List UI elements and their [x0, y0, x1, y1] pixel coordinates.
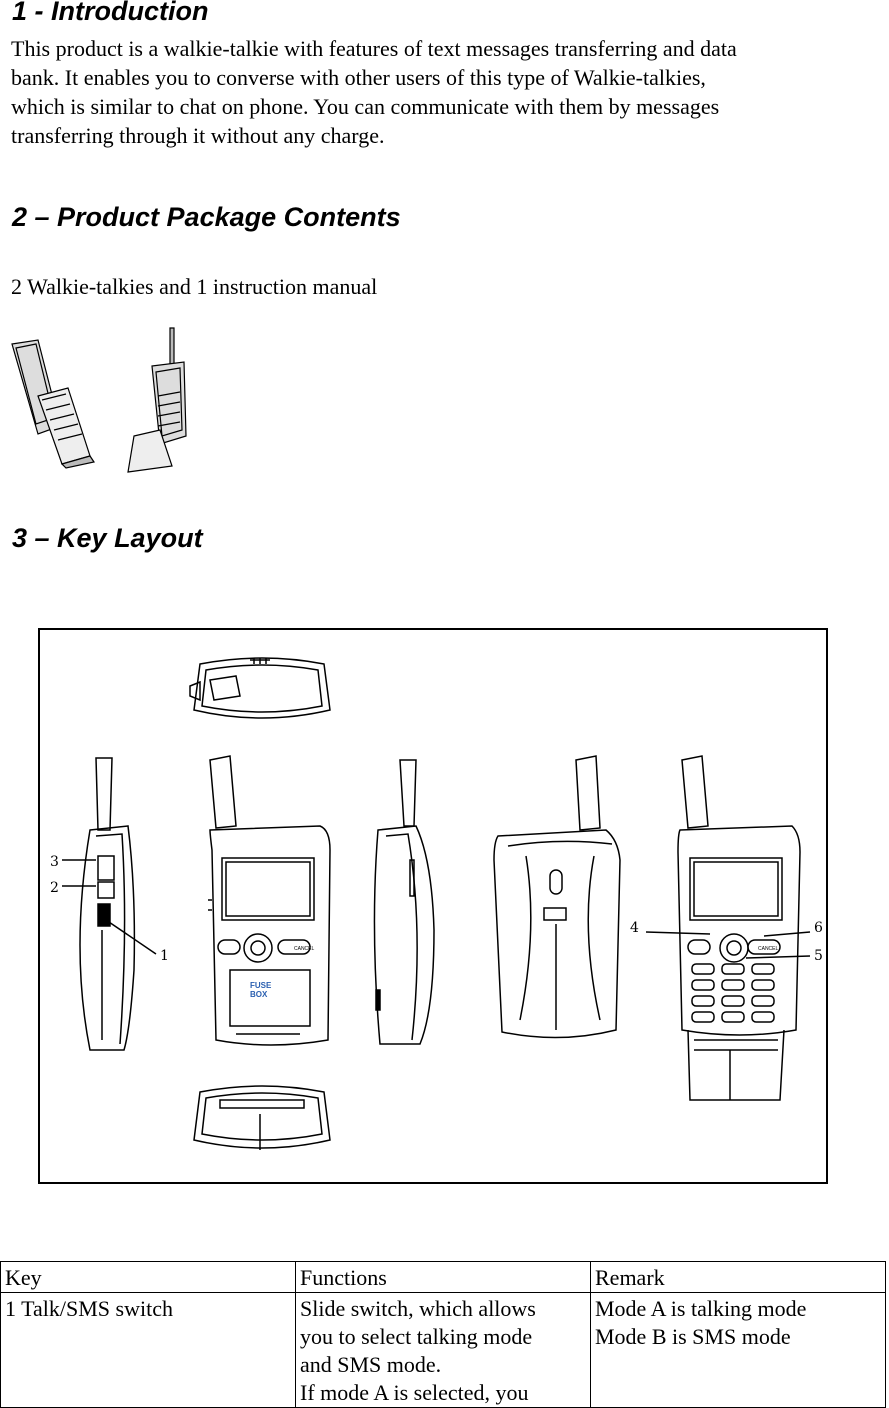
callout-6: 6	[814, 920, 823, 936]
function-line: Slide switch, which allows	[300, 1296, 536, 1321]
callout-3: 3	[50, 854, 59, 870]
device-bottom-view	[193, 1085, 331, 1150]
function-line: If mode A is selected, you	[300, 1380, 529, 1405]
introduction-paragraph: This product is a walkie-talkie with fea…	[11, 34, 851, 150]
remark-line: Mode B is SMS mode	[595, 1324, 791, 1349]
callout-1-leader	[105, 919, 157, 955]
callout-5: 5	[814, 948, 823, 964]
section-2-heading: 2 – Product Package Contents	[12, 202, 401, 232]
table-header-row: Key Functions Remark	[0, 1261, 886, 1293]
package-contents-text: 2 Walkie-talkies and 1 instruction manua…	[11, 274, 378, 299]
cell-functions: Slide switch, which allows you to select…	[295, 1292, 591, 1408]
brand-logo-line1: FUSE	[250, 981, 272, 990]
intro-line: bank. It enables you to converse with ot…	[11, 65, 706, 90]
key-layout-diagram: CANCEL FUSE BOX	[38, 628, 828, 1184]
callout-2: 2	[50, 880, 59, 896]
device-keypad-view	[677, 755, 801, 1101]
intro-line: which is similar to chat on phone. You c…	[11, 94, 720, 119]
front-cancel-label: CANCEL	[294, 946, 315, 952]
callout-4-leader	[645, 931, 711, 935]
device-left-side-view	[79, 757, 136, 1051]
function-line: you to select talking mode	[300, 1324, 533, 1349]
callout-1: 1	[160, 948, 169, 964]
device-back-view	[493, 755, 621, 1039]
header-functions: Functions	[295, 1261, 591, 1293]
header-remark: Remark	[590, 1261, 886, 1293]
device-top-view	[189, 657, 331, 719]
keypad-cancel-label: CANCEL	[758, 946, 779, 952]
intro-line: This product is a walkie-talkie with fea…	[11, 36, 737, 61]
key-function-table: Key Functions Remark 1 Talk/SMS switch S…	[0, 1261, 886, 1408]
header-key: Key	[0, 1261, 296, 1293]
callout-6-leader	[763, 931, 811, 937]
section-1-heading: 1 - Introduction	[12, 0, 209, 26]
remark-line: Mode A is talking mode	[595, 1296, 807, 1321]
cell-key: 1 Talk/SMS switch	[0, 1292, 296, 1408]
callout-4: 4	[630, 920, 639, 936]
brand-logo-line2: BOX	[250, 990, 268, 999]
intro-line: transferring through it without any char…	[11, 123, 385, 148]
callout-5-leader	[745, 955, 811, 959]
walkie-talkies-illustration	[11, 327, 187, 473]
cell-remark: Mode A is talking mode Mode B is SMS mod…	[590, 1292, 886, 1408]
device-right-side-view	[373, 759, 435, 1045]
device-front-view	[208, 755, 331, 1046]
table-row: 1 Talk/SMS switch Slide switch, which al…	[0, 1292, 886, 1408]
key-layout-drawing: CANCEL FUSE BOX	[50, 657, 823, 1150]
function-line: and SMS mode.	[300, 1352, 442, 1377]
section-3-heading: 3 – Key Layout	[12, 523, 203, 553]
